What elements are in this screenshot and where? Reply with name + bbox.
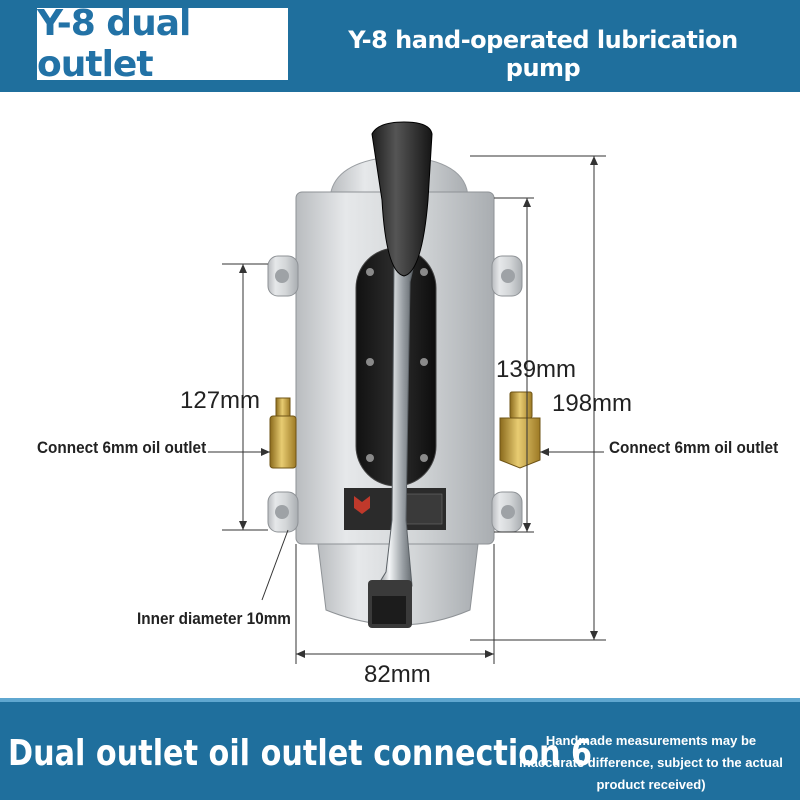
dimension-arrows bbox=[239, 156, 598, 658]
page-title: Y-8 hand-operated lubrication pump bbox=[348, 26, 738, 82]
dimension-label-127: 127mm bbox=[180, 387, 261, 414]
product-image bbox=[208, 121, 606, 664]
callout-right-outlet: Connect 6mm oil outlet bbox=[609, 438, 779, 457]
dimension-label-82: 82mm bbox=[364, 661, 431, 688]
footer-disclaimer: Handmade measurements may be inaccurate … bbox=[519, 733, 783, 792]
handle-knob bbox=[371, 121, 433, 277]
dimension-lines bbox=[208, 155, 606, 664]
right-oil-outlet bbox=[499, 391, 541, 469]
footer-heading: Dual outlet oil outlet connection 6 bbox=[8, 733, 593, 774]
dimension-label-139: 139mm bbox=[496, 356, 577, 383]
model-badge-text: Y-8 dual outlet bbox=[37, 3, 191, 85]
callout-left-outlet: Connect 6mm oil outlet bbox=[37, 438, 207, 457]
footer-banner bbox=[0, 698, 800, 800]
footer-stripe bbox=[0, 698, 800, 702]
model-badge: Y-8 dual outlet bbox=[37, 3, 288, 85]
left-oil-outlet bbox=[269, 397, 297, 469]
callout-inner-diameter: Inner diameter 10mm bbox=[137, 609, 291, 628]
dimension-label-198: 198mm bbox=[552, 390, 633, 417]
